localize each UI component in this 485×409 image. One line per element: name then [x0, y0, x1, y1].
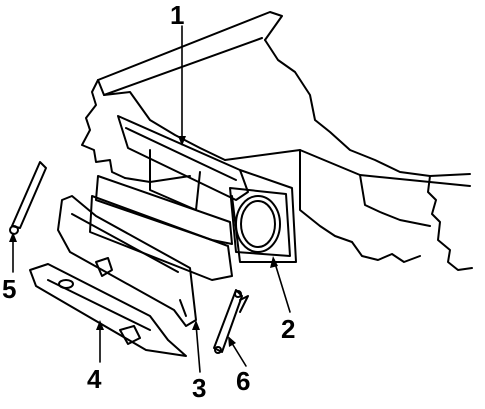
support-rod [9, 161, 47, 235]
right-fender [299, 149, 473, 271]
arrow-5 [9, 232, 17, 242]
leader-arrowheads [9, 136, 278, 347]
callout-2: 2 [281, 314, 296, 344]
brace [213, 289, 249, 354]
callout-4: 4 [87, 364, 102, 394]
air-deflector [29, 263, 187, 357]
callout-3: 3 [192, 373, 207, 403]
callout-1: 1 [170, 0, 185, 30]
arrow-4 [96, 320, 104, 330]
lower-support [89, 175, 233, 281]
tie-bar [57, 195, 197, 327]
arrow-2 [270, 256, 278, 268]
callout-5: 5 [2, 274, 17, 304]
radiator-support [117, 115, 297, 263]
arrow-6 [228, 336, 236, 347]
headlamp-opening [229, 187, 291, 257]
leader-3 [195, 323, 201, 373]
leader-2 [273, 259, 291, 313]
arrow-3 [192, 320, 200, 330]
hood-panel [97, 11, 471, 187]
left-fender-edge [81, 79, 191, 183]
arrow-1 [178, 136, 186, 146]
callout-6: 6 [236, 366, 251, 396]
